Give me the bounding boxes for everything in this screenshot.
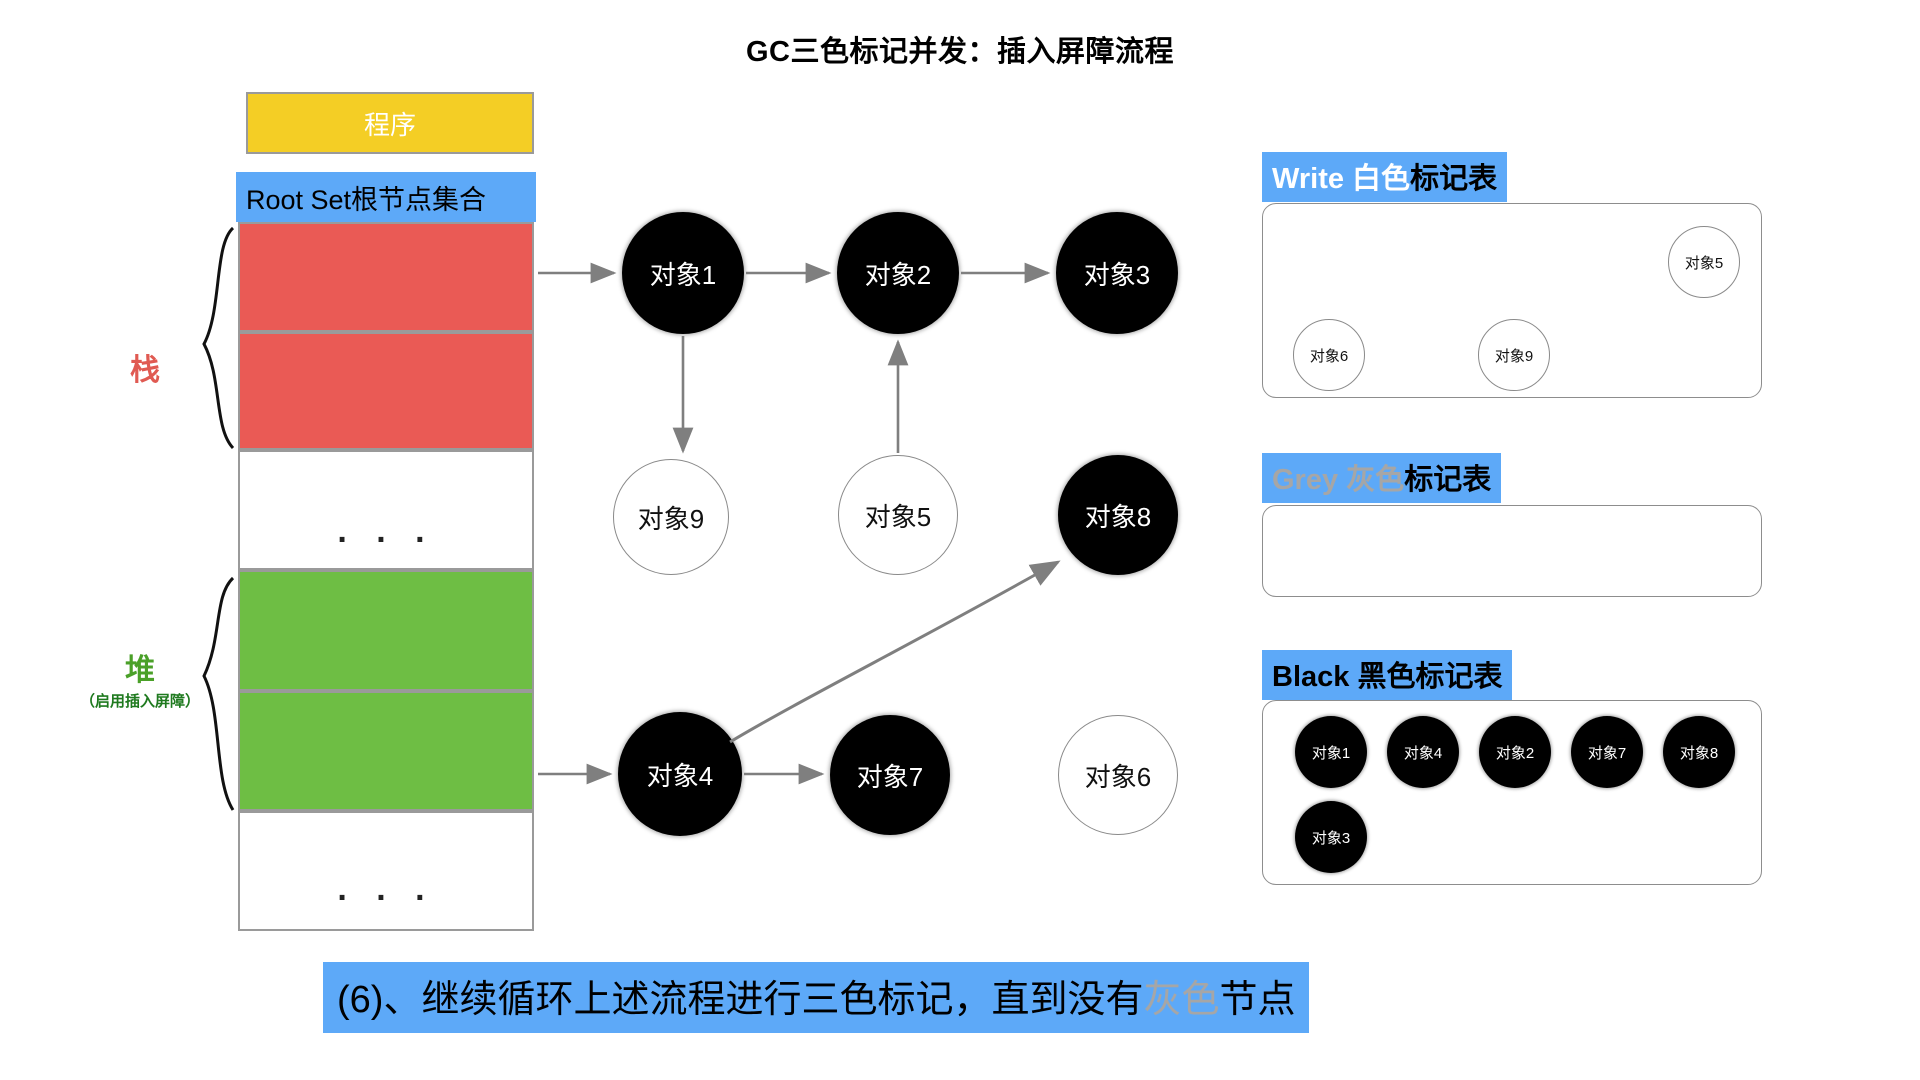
- chip-label: 对象3: [1311, 829, 1351, 847]
- step-caption: (6)、继续循环上述流程进行三色标记，直到没有灰色节点: [323, 962, 1310, 1033]
- chip-label: 对象6: [1309, 347, 1349, 365]
- white-table-chip-0[interactable]: 对象5: [1668, 226, 1740, 298]
- node-label: 对象9: [637, 503, 705, 534]
- chip-label: 对象4: [1403, 744, 1443, 762]
- stack-brace-label: 栈: [130, 354, 160, 387]
- heap-slot-2: [238, 691, 534, 811]
- graph-node-obj6[interactable]: 对象6: [1058, 715, 1178, 835]
- node-label: 对象6: [1084, 761, 1152, 792]
- white-table-header-suffix: 标记表: [1410, 163, 1498, 195]
- node-label: 对象3: [1083, 259, 1151, 290]
- node-label: 对象5: [864, 501, 932, 532]
- white-table-header-en: Write: [1272, 163, 1344, 195]
- white-table-body: 对象5 对象6 对象9: [1262, 203, 1762, 398]
- caption-part1: (6)、继续循环上述流程进行三色标记，直到没有: [337, 979, 1144, 1021]
- graph-node-obj2[interactable]: 对象2: [837, 212, 959, 334]
- stack-slot-empty: [238, 450, 534, 570]
- black-table-chip-0[interactable]: 对象1: [1295, 716, 1367, 788]
- caption-part2: 节点: [1219, 979, 1296, 1021]
- black-table-header: Black 黑色标记表: [1262, 650, 1513, 700]
- node-label: 对象4: [646, 760, 714, 791]
- black-table-chip-5[interactable]: 对象3: [1295, 801, 1367, 873]
- black-table-header-suffix: 标记表: [1415, 661, 1503, 693]
- node-label: 对象1: [649, 259, 717, 290]
- graph-node-obj3[interactable]: 对象3: [1056, 212, 1178, 334]
- heap-ellipsis: . . .: [337, 870, 435, 908]
- node-label: 对象8: [1084, 501, 1152, 532]
- white-table-chip-2[interactable]: 对象9: [1478, 319, 1550, 391]
- chip-label: 对象5: [1684, 254, 1724, 272]
- graph-node-obj1[interactable]: 对象1: [622, 212, 744, 334]
- node-label: 对象2: [864, 259, 932, 290]
- stack-slot-2: [238, 332, 534, 450]
- chip-label: 对象8: [1679, 744, 1719, 762]
- grey-table-body: [1262, 505, 1762, 597]
- chip-label: 对象7: [1587, 744, 1627, 762]
- black-table-header-en: Black: [1272, 661, 1350, 693]
- black-table-header-color-word: 黑色: [1357, 661, 1416, 693]
- grey-table-header: Grey 灰色标记表: [1262, 453, 1502, 503]
- program-label: 程序: [363, 109, 416, 140]
- white-table-header-color-word: 白色: [1352, 163, 1411, 195]
- node-label: 对象7: [856, 761, 924, 792]
- grey-table-header-suffix: 标记表: [1404, 464, 1492, 496]
- stack-brace: [202, 226, 235, 450]
- heap-slot-empty: [238, 811, 534, 931]
- black-table-chip-2[interactable]: 对象2: [1479, 716, 1551, 788]
- chip-label: 对象1: [1311, 744, 1351, 762]
- graph-node-obj9[interactable]: 对象9: [613, 459, 729, 575]
- black-table-chip-1[interactable]: 对象4: [1387, 716, 1459, 788]
- heap-brace-sublabel: （启用插入屏障）: [79, 693, 200, 710]
- caption-grey-word: 灰色: [1143, 979, 1220, 1021]
- chip-label: 对象9: [1494, 347, 1534, 365]
- white-table-chip-1[interactable]: 对象6: [1293, 319, 1365, 391]
- black-table-chip-4[interactable]: 对象8: [1663, 716, 1735, 788]
- stack-slot-1: [238, 222, 534, 332]
- heap-brace-label: 堆: [125, 654, 155, 687]
- chip-label: 对象2: [1495, 744, 1535, 762]
- heap-slot-1: [238, 570, 534, 691]
- root-set-label: Root Set根节点集合: [246, 184, 487, 215]
- black-table-chip-3[interactable]: 对象7: [1571, 716, 1643, 788]
- stack-ellipsis: . . .: [337, 512, 435, 550]
- program-box: 程序: [246, 92, 534, 154]
- page-title: GC三色标记并发：插入屏障流程: [745, 36, 1174, 68]
- graph-node-obj5[interactable]: 对象5: [838, 455, 958, 575]
- graph-node-obj7[interactable]: 对象7: [830, 715, 950, 835]
- white-table-header: Write 白色标记表: [1262, 152, 1508, 202]
- grey-table-header-en: Grey: [1272, 464, 1339, 496]
- root-set-box: Root Set根节点集合: [236, 172, 536, 222]
- graph-node-obj8[interactable]: 对象8: [1058, 455, 1178, 575]
- graph-node-obj4[interactable]: 对象4: [618, 712, 742, 836]
- black-table-body: 对象1 对象4 对象2 对象7 对象8 对象3: [1262, 700, 1762, 885]
- grey-table-header-color-word: 灰色: [1346, 464, 1405, 496]
